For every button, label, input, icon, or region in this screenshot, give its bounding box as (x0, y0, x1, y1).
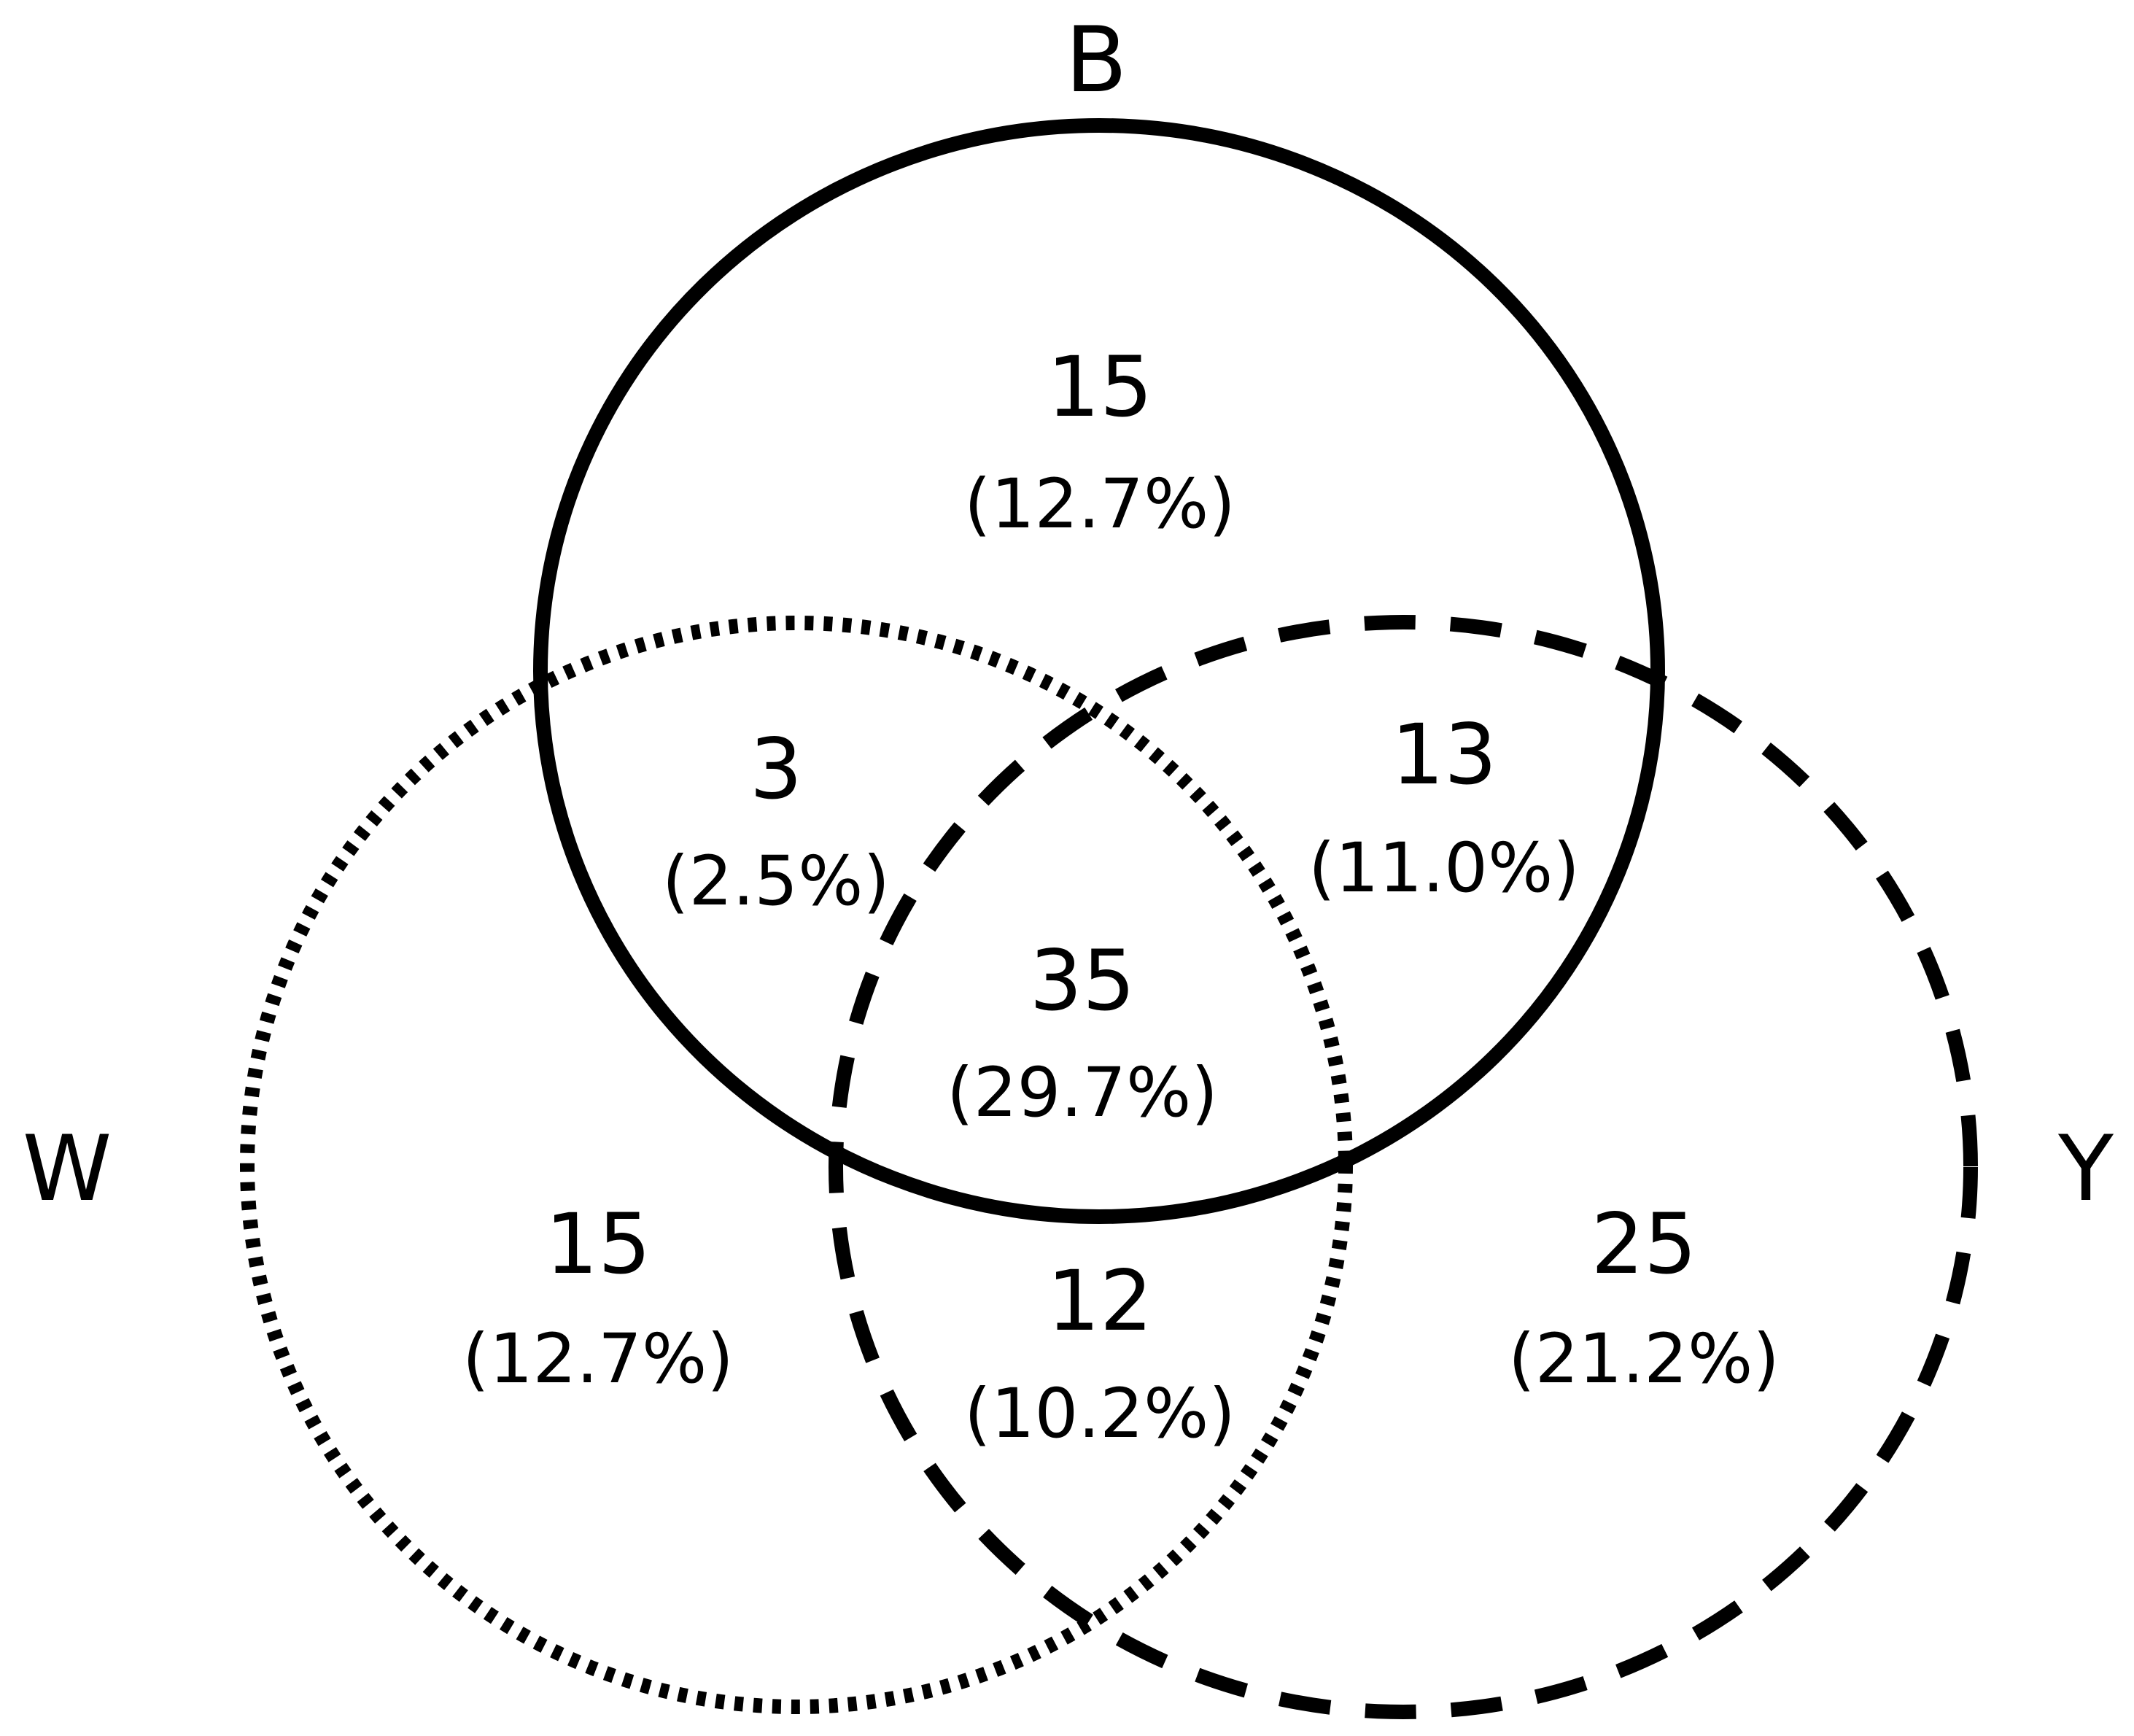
region-w-only-percent: (12.7%) (462, 1320, 734, 1399)
region-y-only-percent: (21.2%) (1508, 1320, 1780, 1399)
region-b-w-y-percent: (29.7%) (947, 1053, 1218, 1133)
set-w-label: W (23, 1117, 112, 1222)
region-b-w-percent: (2.5%) (662, 842, 890, 921)
set-b-circle (533, 118, 1665, 1224)
region-w-y-percent: (10.2%) (964, 1374, 1235, 1454)
set-b-label: B (1065, 8, 1127, 113)
region-b-only-percent: (12.7%) (964, 465, 1235, 544)
region-b-w-count: 3 (750, 721, 803, 818)
region-b-only-count: 15 (1047, 338, 1152, 435)
region-y-only-count: 25 (1591, 1196, 1696, 1293)
set-y-label: Y (2057, 1117, 2114, 1222)
region-w-y-count: 12 (1047, 1252, 1152, 1349)
set-y-circle (829, 615, 1978, 1719)
region-b-y-count: 13 (1391, 706, 1497, 803)
region-b-y-percent: (11.0%) (1308, 829, 1580, 908)
region-b-w-y-count: 35 (1029, 932, 1135, 1029)
region-w-only-count: 15 (545, 1196, 651, 1293)
